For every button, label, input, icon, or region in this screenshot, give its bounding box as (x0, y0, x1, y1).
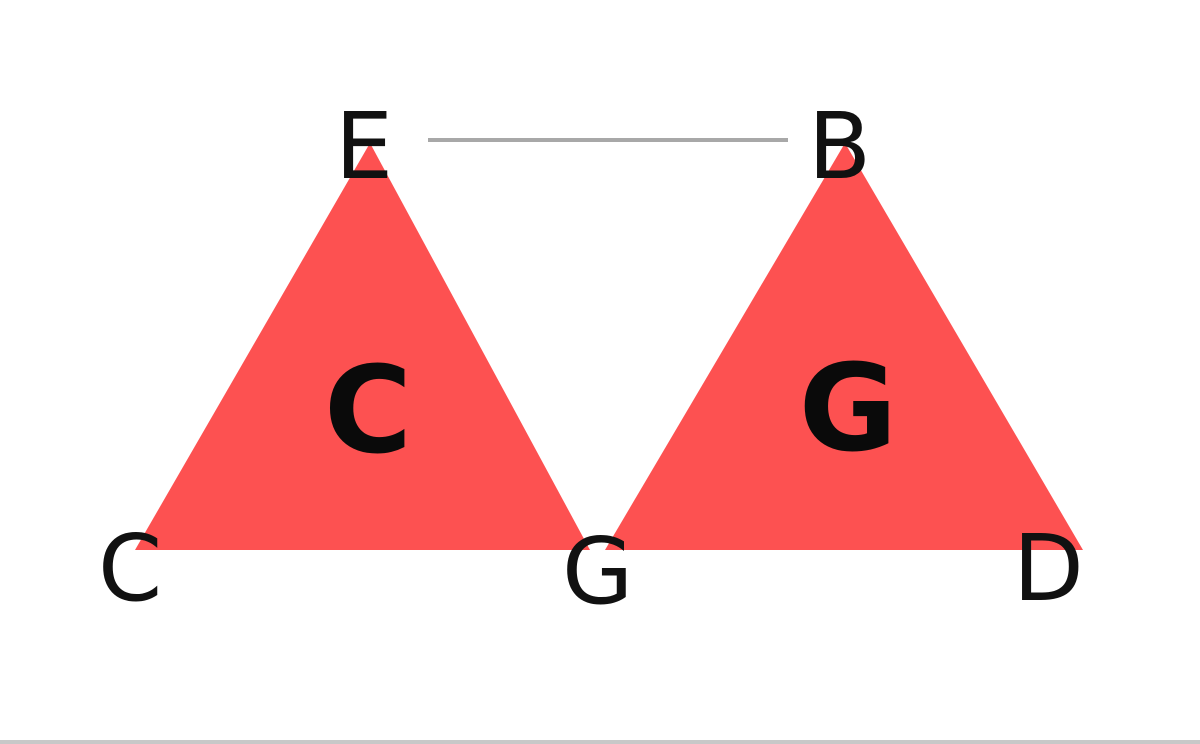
triangle-left (135, 143, 590, 550)
vertex-label-e: E (335, 93, 393, 200)
triangle-right (605, 143, 1083, 550)
bottom-divider (0, 740, 1200, 744)
vertex-label-c: C (98, 515, 162, 622)
triangle-right-center-label: G (799, 340, 898, 479)
vertex-label-d: D (1013, 515, 1084, 622)
vertex-label-b: B (808, 93, 871, 200)
vertex-label-g: G (562, 518, 633, 625)
triangle-left-center-label: C (324, 342, 412, 481)
